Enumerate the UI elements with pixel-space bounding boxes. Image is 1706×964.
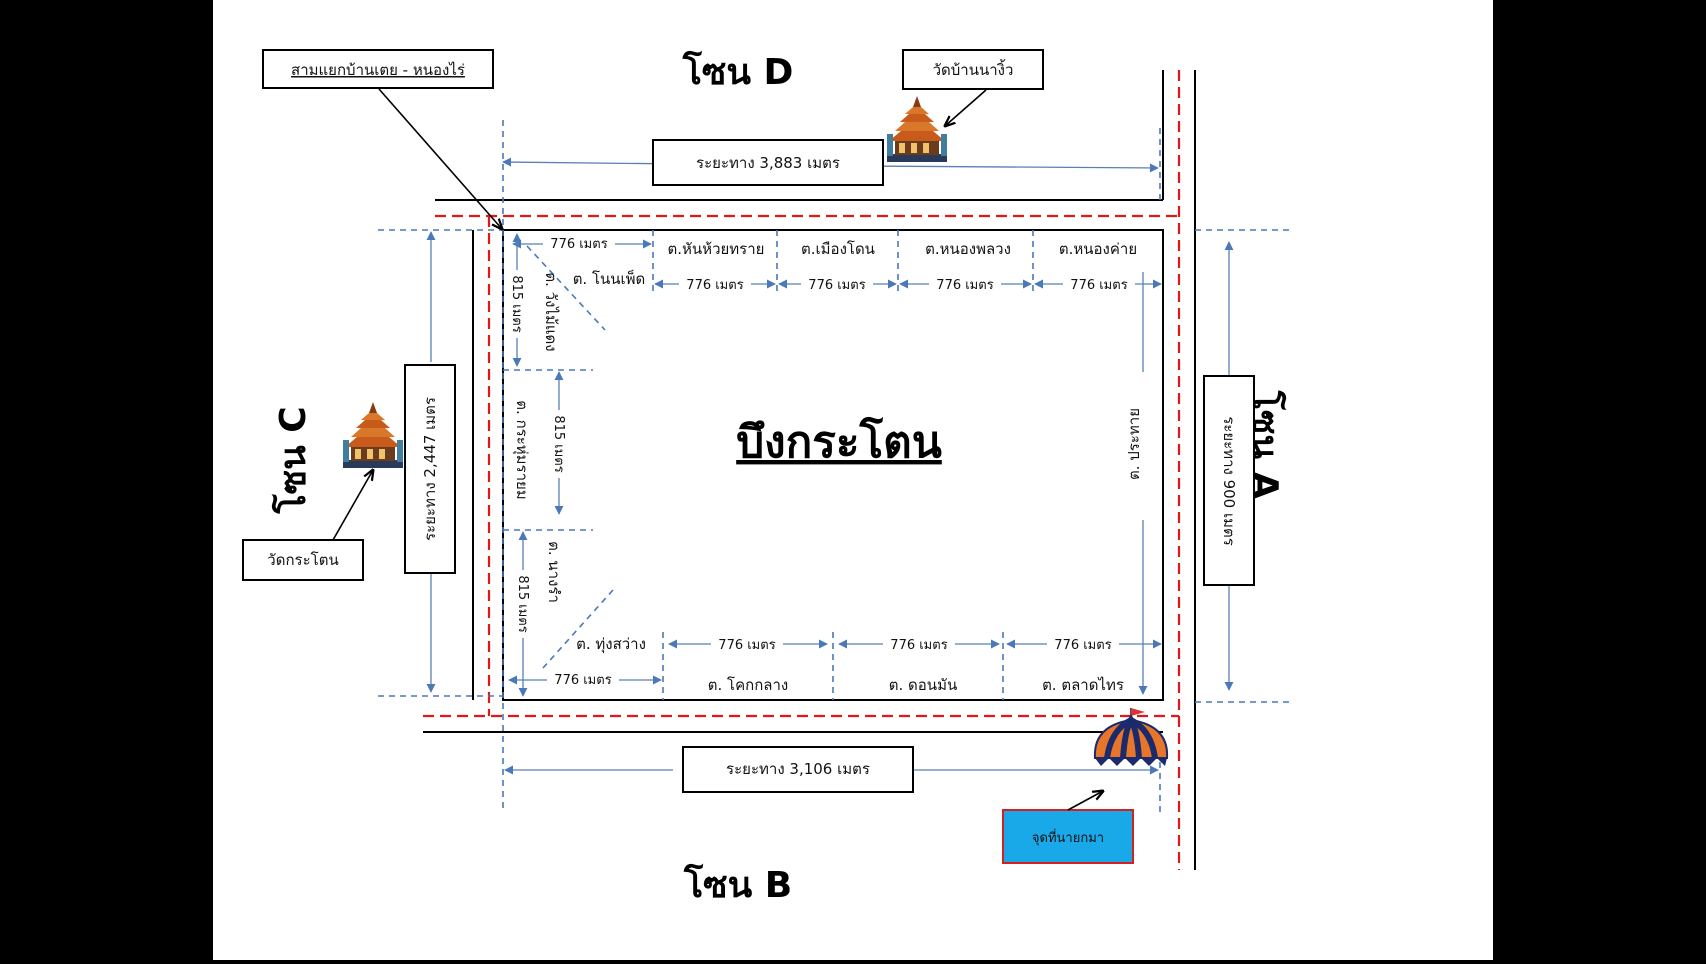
subdistrict-right: ต. ประทาย: [1125, 408, 1143, 480]
seg-bottom-0-bg: [547, 670, 619, 688]
seg-top-1-label: 776 เมตร: [686, 278, 743, 293]
zone-d-label: โซน D: [682, 50, 794, 93]
left-distance-label: ระยะทาง 2,447 เมตร: [421, 397, 439, 541]
temple-kraton-pointer: [332, 470, 373, 541]
subdistrict-top-1: ต.หันห้วยทราย: [668, 240, 765, 258]
subdistrict-left-2: ต. กระหุ่มรายม: [512, 400, 531, 499]
left-distance-box: [404, 364, 456, 574]
subdistrict-top-3: ต.หนองพลวง: [925, 240, 1011, 258]
temple-kraton-label: วัดกระโตน: [267, 551, 338, 569]
subdistrict-bottom-1: ต. ทุ่งสว่าง: [576, 635, 646, 654]
temple-na-ngiw-pointer: [945, 89, 987, 126]
seg-top-4-label: 776 เมตร: [1070, 278, 1127, 293]
junction-callout-label: สามแยกบ้านเตย - หนองไร่: [291, 61, 465, 79]
subdistrict-top-left: ต. โนนเพ็ด: [573, 269, 646, 288]
zone-c-label: โซน C: [271, 406, 314, 514]
subdistrict-bottom-4: ต. ตลาดไทร: [1042, 676, 1124, 694]
lake-title: บึงกระโตน: [736, 415, 942, 468]
subdistrict-top-4: ต.หนองค่าย: [1059, 240, 1137, 258]
seg-left-2-label: 815 เมตร: [551, 415, 566, 472]
seg-bottom-1-label: 776 เมตร: [718, 638, 775, 653]
start-point-label: จุดที่นายกมา: [1032, 829, 1104, 846]
bottom-distance-label: ระยะทาง 3,106 เมตร: [726, 760, 870, 778]
seg-top-1-bg: [679, 275, 751, 293]
pagoda-icon: [887, 96, 947, 162]
pagoda-icon: [343, 402, 403, 468]
temple-kraton-box: [242, 539, 364, 581]
seg-top-4-bg: [1063, 275, 1135, 293]
right-distance-box: [1203, 375, 1255, 586]
subdistrict-bottom-3: ต. ดอนมัน: [889, 676, 957, 694]
seg-left-2-bg: [551, 410, 568, 478]
seg-top-3-bg: [929, 275, 1001, 293]
seg-bottom-0-label: 776 เมตร: [554, 673, 611, 688]
right-distance-label: ระยะทาง 900 เมตร: [1220, 416, 1238, 546]
seg-left-3-bg: [515, 570, 532, 638]
temple-na-ngiw-box: [902, 49, 1044, 90]
seg-bottom-3-label: 776 เมตร: [1054, 638, 1111, 653]
seg-bottom-1-bg: [711, 635, 783, 653]
top-distance-label: ระยะทาง 3,883 เมตร: [696, 154, 840, 172]
seg-top-2-bg: [801, 275, 873, 293]
map-diagram: โซน D โซน B โซน C โซน A บึงกระโตน ระยะทา…: [242, 49, 1289, 906]
seg-bottom-2-label: 776 เมตร: [890, 638, 947, 653]
bottom-distance-box: [682, 746, 914, 793]
subdistrict-bottom-2: ต. โคกกลาง: [708, 676, 788, 694]
junction-callout-box: [262, 49, 494, 89]
subdistrict-top-2: ต.เมืองโดน: [801, 240, 875, 258]
seg-bottom-2-bg: [883, 635, 955, 653]
temple-na-ngiw-label: วัดบ้านนางิ้ว: [933, 59, 1014, 79]
seg-top-0-label: 776 เมตร: [550, 237, 607, 252]
subdistrict-left-3: ต. นางรำ: [545, 541, 563, 603]
seg-left-3-label: 815 เมตร: [515, 575, 530, 632]
junction-pointer: [378, 88, 502, 229]
corner-diagonal-top: [526, 245, 606, 331]
start-point-box: [1002, 809, 1134, 864]
top-distance-box: [652, 139, 884, 186]
seg-top-2-label: 776 เมตร: [808, 278, 865, 293]
seg-top-3-label: 776 เมตร: [936, 278, 993, 293]
top-distance-arrow-right: [864, 163, 1159, 173]
umbrella-tent-icon: [1093, 708, 1169, 766]
zone-b-label: โซน B: [683, 863, 792, 906]
subdistrict-left-1: ต. วังไม้แดง: [542, 272, 560, 351]
seg-top-0-bg: [543, 233, 615, 251]
seg-left-1-label: 815 เมตร: [509, 275, 524, 332]
slide: โซน D โซน B โซน C โซน A บึงกระโตน ระยะทา…: [213, 0, 1493, 960]
start-point-pointer: [1067, 791, 1103, 811]
seg-bottom-3-bg: [1047, 635, 1119, 653]
seg-left-1-bg: [509, 270, 526, 338]
